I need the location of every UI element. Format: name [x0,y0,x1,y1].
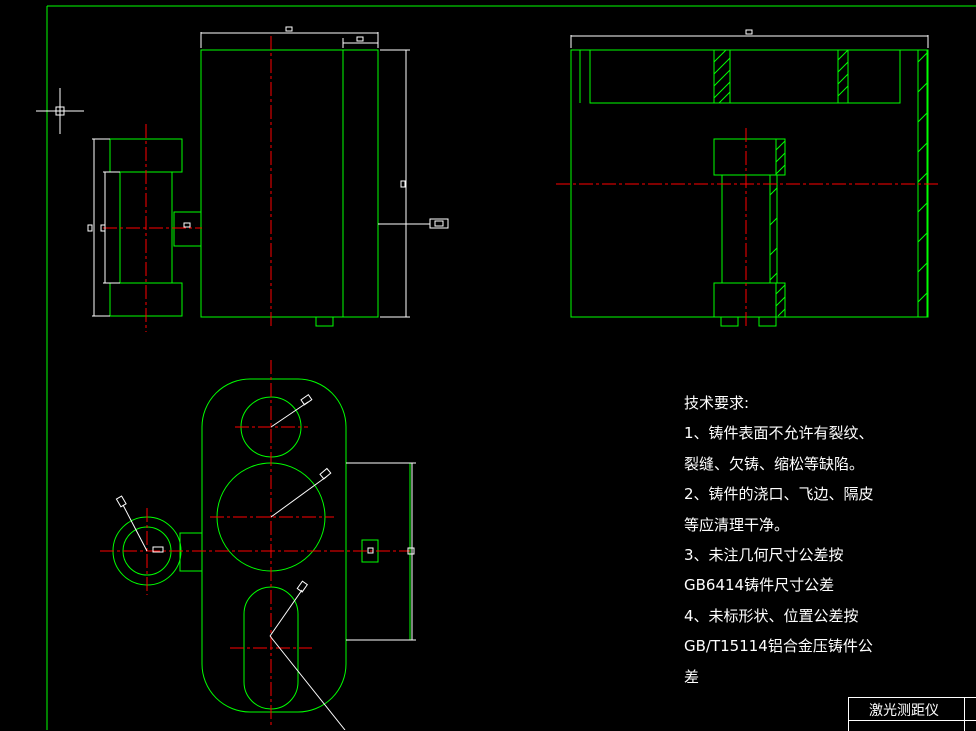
drawing-frame [46,5,976,730]
technical-requirements: 技术要求: 1、铸件表面不允许有裂纹、 裂缝、欠铸、缩松等缺陷。 2、铸件的浇口… [684,388,874,692]
note-line: GB6414铸件尺寸公差 [684,576,835,595]
note-line: 差 [684,667,700,686]
note-line: 1、铸件表面不允许有裂纹、 [684,424,874,443]
title-block-divider [964,698,965,731]
note-line: 2、铸件的浇口、飞边、隔皮 [684,485,874,504]
title-block: 激光测距仪 [848,697,976,731]
top-view [100,360,416,730]
hatching [713,49,928,317]
note-line: GB/T15114铝合金压铸件公 [684,637,873,656]
notes-heading: 技术要求: [684,394,750,412]
side-view [556,29,940,328]
title-block-divider [849,720,976,721]
crosshair-icon [36,88,84,134]
note-line: 裂缝、欠铸、缩松等缺陷。 [684,454,865,473]
note-line: 4、未标形状、位置公差按 [684,606,859,625]
note-line: 等应清理干净。 [684,515,790,534]
front-view [87,26,449,332]
title-block-name: 激光测距仪 [869,703,939,719]
note-line: 3、未注几何尺寸公差按 [684,545,844,564]
